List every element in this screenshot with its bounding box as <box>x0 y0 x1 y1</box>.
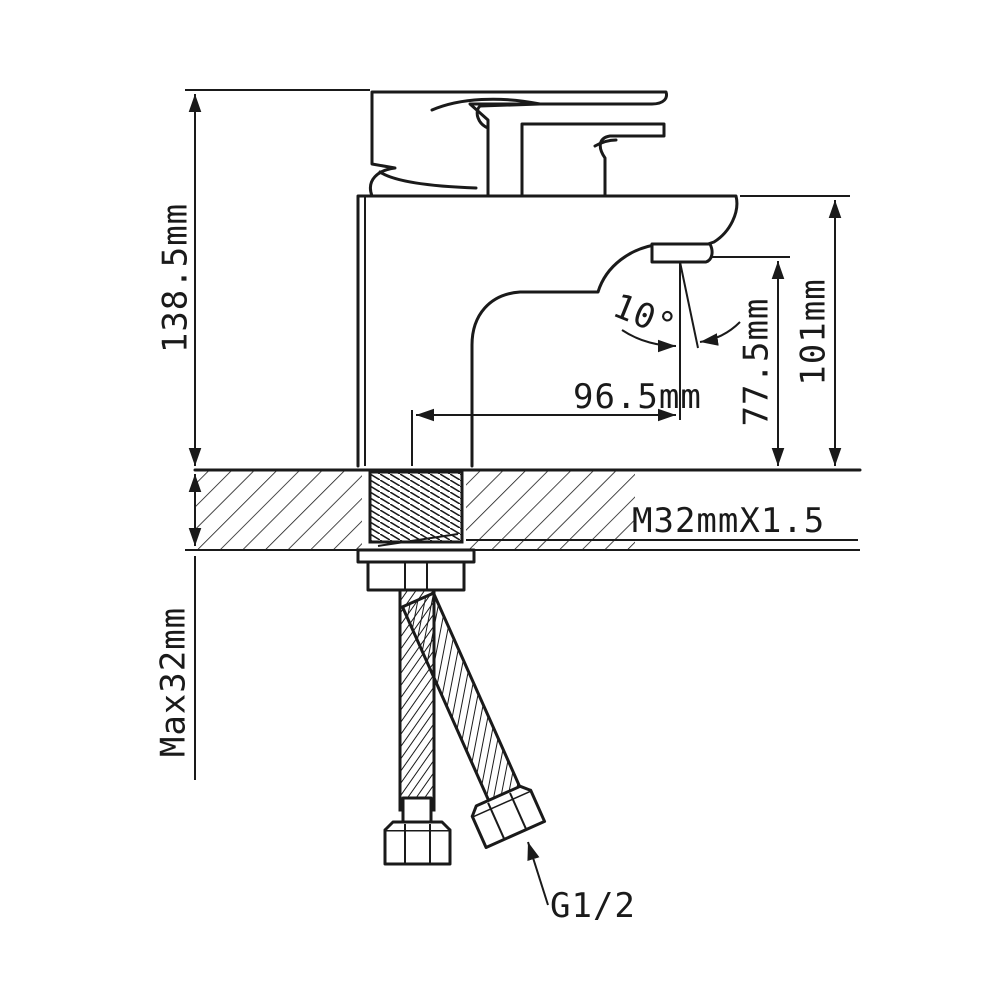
label-thread: M32mmX1.5 <box>632 501 825 541</box>
dim-reach <box>411 262 681 466</box>
label-angle: 10° <box>607 286 682 347</box>
label-max-deck: Max32mm <box>154 607 194 757</box>
label-outlet-height: 77.5mm <box>737 298 777 427</box>
dim-total-height <box>185 89 370 466</box>
dim-outlet-height <box>712 256 790 466</box>
threaded-shank <box>368 470 464 544</box>
label-hose-thread: G1/2 <box>550 886 636 926</box>
dim-max-deck <box>185 474 202 780</box>
dim-angle <box>621 261 741 353</box>
thread-callout <box>377 533 858 547</box>
faucet-body <box>356 194 739 468</box>
hose-nut-right <box>470 784 547 849</box>
lever-handle <box>369 90 668 198</box>
hose-thread-callout <box>527 841 549 906</box>
label-spout-height: 101mm <box>794 278 834 385</box>
mounting-nut <box>356 548 476 592</box>
label-reach: 96.5mm <box>573 377 702 417</box>
dim-spout-height <box>740 195 850 466</box>
hose-nut-left <box>383 820 452 866</box>
label-total-height: 138.5mm <box>156 203 196 353</box>
